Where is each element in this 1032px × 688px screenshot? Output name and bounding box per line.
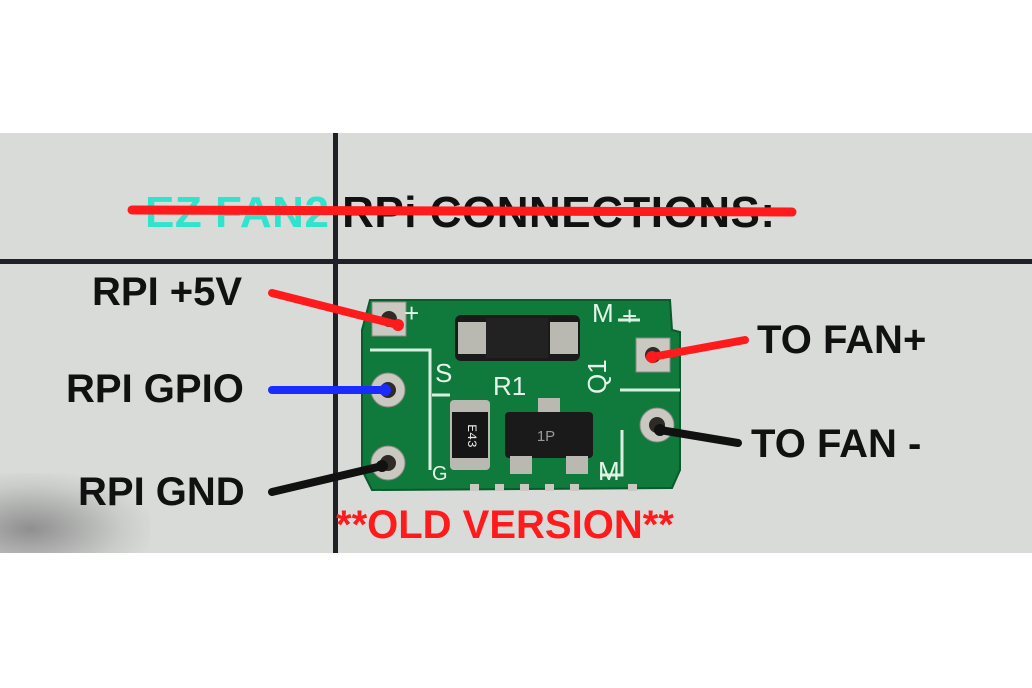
grid-line-horizontal: [0, 259, 1032, 264]
wire-fan-minus-end: [654, 424, 666, 436]
wire-5v: [268, 289, 402, 329]
silkscreen-lines: [370, 318, 680, 477]
wire-fan-plus-end: [646, 351, 658, 363]
label-rpi-gpio: RPI GPIO: [66, 367, 244, 411]
silk-m-top: M: [592, 298, 614, 328]
strike-through-line: [127, 205, 797, 217]
silk-plus-left: +: [404, 298, 419, 328]
silk-g: G: [432, 463, 448, 485]
label-to-fan-minus: TO FAN -: [751, 422, 922, 466]
silk-plus-right: +: [622, 301, 637, 331]
wire-gpio-end: [379, 384, 391, 396]
old-version-note: **OLD VERSION**: [336, 503, 674, 547]
resistor-component: E43: [450, 400, 490, 470]
edge-pads: [470, 484, 637, 491]
silk-q1: Q1: [582, 359, 612, 394]
wire-gnd-end: [376, 460, 388, 472]
smudge: [0, 473, 150, 553]
transistor-component: 1P: [505, 398, 593, 474]
grid-line-vertical: [333, 133, 338, 553]
pcb-board: E43 1P + M + S R1 Q1 G M: [361, 298, 681, 492]
label-to-fan-plus: TO FAN+: [757, 318, 927, 362]
wire-fan-plus: [648, 336, 749, 361]
silk-m-bottom: M: [598, 456, 620, 486]
pad-gnd: [370, 445, 406, 481]
label-rpi-gnd: RPI GND: [78, 470, 245, 514]
resistor-marking: E43: [464, 424, 479, 447]
silk-s: S: [435, 358, 452, 388]
wire-5v-end: [392, 319, 404, 331]
diode-component: [455, 315, 580, 361]
connection-wires: [268, 289, 749, 496]
silk-r1: R1: [493, 371, 526, 401]
wire-fan-minus: [656, 426, 742, 447]
wire-gnd: [268, 462, 386, 496]
transistor-marking: 1P: [537, 428, 555, 445]
label-rpi-5v: RPI +5V: [92, 270, 243, 314]
